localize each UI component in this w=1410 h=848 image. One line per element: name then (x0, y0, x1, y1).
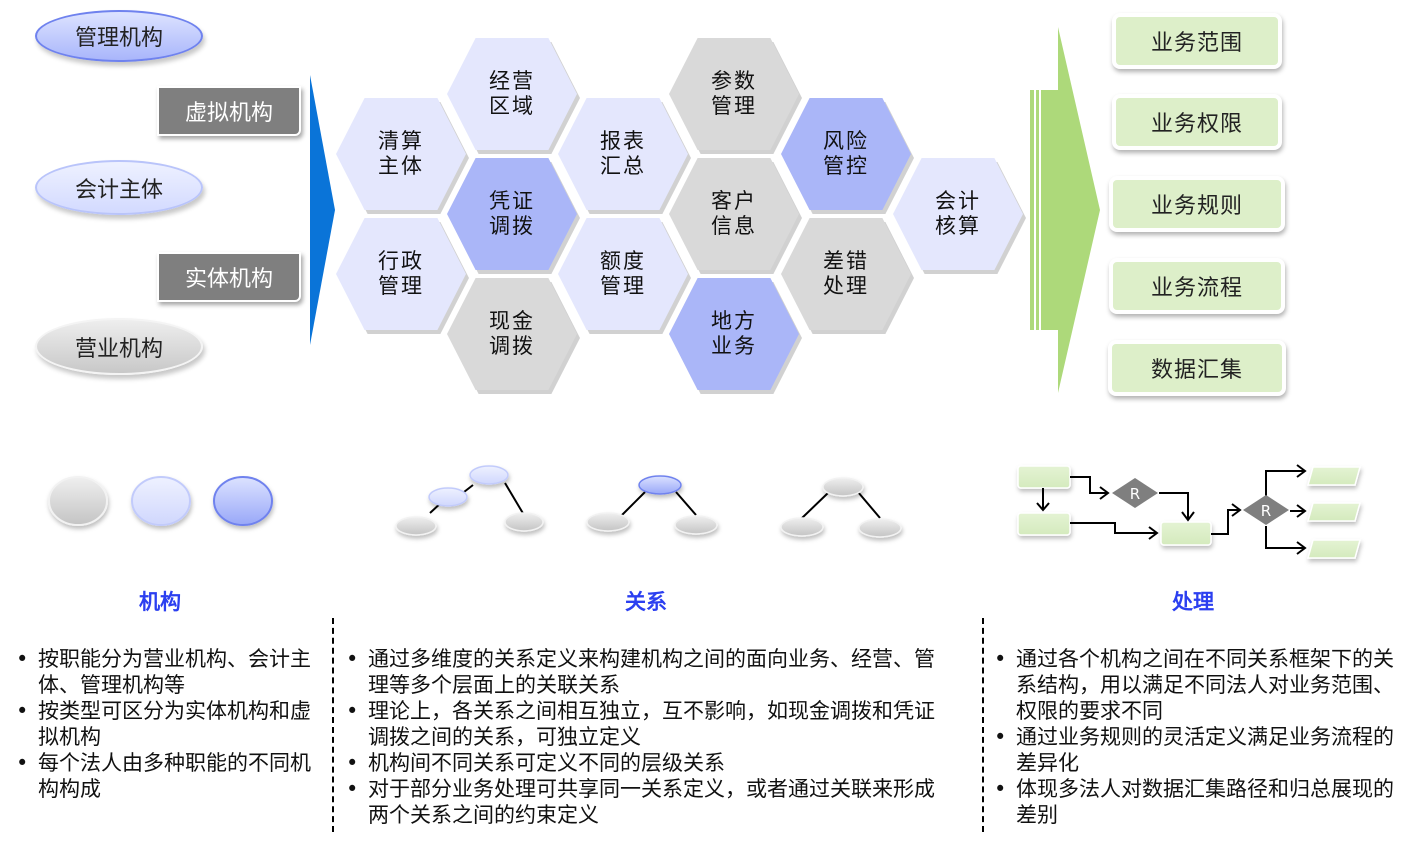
hexagon-qingsuan-zhuti: 清算 主体 (336, 98, 466, 210)
result-business-authority: 业务权限 (1112, 94, 1282, 150)
hexagon-label: 现金 调拨 (489, 309, 535, 358)
bullet-item: 机构间不同关系可定义不同的层级关系 (340, 750, 950, 776)
bullet-item: 对于部分业务处理可共享同一关系定义，或者通过关联来形成两个关系之间的约束定义 (340, 776, 950, 828)
hexagon-label: 报表 汇总 (600, 129, 646, 178)
bullet-item: 按职能分为营业机构、会计主体、管理机构等 (10, 646, 320, 698)
result-label: 业务流程 (1150, 276, 1243, 301)
process-flow-icon (1017, 464, 1307, 555)
physical-org-label: 实体机构 (184, 267, 273, 292)
bullet-item: 通过业务规则的灵活定义满足业务流程的差异化 (988, 724, 1398, 776)
decision-label: R (1261, 502, 1271, 520)
business-org-circle-icon (48, 476, 108, 526)
green-arrow-icon (1030, 27, 1100, 393)
hexagon-label: 参数 管理 (711, 69, 757, 118)
hexagon-label: 风险 管控 (823, 129, 869, 178)
column-divider (332, 618, 334, 832)
virtual-org-label-box: 虚拟机构 (157, 86, 301, 136)
hexagon-label: 会计 核算 (935, 189, 981, 238)
accounting-entity-circle-icon (131, 476, 191, 526)
section-title-relation: 关系 (625, 590, 667, 614)
result-data-aggregation: 数据汇集 (1108, 340, 1286, 396)
hexagon-label: 凭证 调拨 (489, 189, 535, 238)
relation-tree-3-icon (780, 477, 902, 538)
hexagon-jingying-quyu: 经营 区域 (447, 38, 577, 150)
green-arrow-stripe (1030, 90, 1034, 330)
result-business-process: 业务流程 (1109, 258, 1285, 314)
hexagon-baobiao-huizong: 报表 汇总 (558, 98, 688, 210)
hexagon-xianjin-diaobo: 现金 调拨 (447, 278, 577, 390)
management-org-node: 管理机构 (35, 10, 203, 62)
result-label: 业务范围 (1150, 31, 1243, 56)
section-title-org: 机构 (139, 590, 181, 614)
result-business-rules: 业务规则 (1109, 176, 1285, 232)
hexagon-label: 差错 处理 (823, 249, 869, 298)
hexagon-kehu-xinxi: 客户 信息 (669, 158, 799, 270)
relation-tree-2-icon (586, 475, 718, 535)
physical-org-label-box: 实体机构 (157, 252, 301, 302)
hexagon-label: 地方 业务 (711, 309, 757, 358)
bullet-item: 体现多法人对数据汇集路径和归总展现的差别 (988, 776, 1398, 828)
decision-label: R (1130, 485, 1140, 503)
hexagon-pingzheng-diaobo: 凭证 调拨 (447, 158, 577, 270)
hexagon-fengxian-guankong: 风险 管控 (781, 98, 911, 210)
column-divider (982, 618, 984, 832)
hexagon-difang-yewu: 地方 业务 (669, 278, 799, 390)
management-org-circle-icon (213, 476, 273, 526)
output-parallelograms-icon (1307, 466, 1361, 559)
result-label: 数据汇集 (1150, 358, 1243, 383)
business-org-node: 营业机构 (35, 318, 203, 375)
hexagon-label: 清算 主体 (378, 129, 424, 178)
org-bullet-list: 按职能分为营业机构、会计主体、管理机构等 按类型可区分为实体机构和虚拟机构 每个… (10, 646, 320, 802)
hexagon-edu-guanli: 额度 管理 (558, 218, 688, 330)
bullet-item: 通过各个机构之间在不同关系框架下的关系结构，用以满足不同法人对业务范围、权限的要… (988, 646, 1398, 724)
result-business-scope: 业务范围 (1112, 13, 1282, 69)
management-org-label: 管理机构 (74, 26, 163, 51)
green-arrow-shape (1041, 27, 1100, 393)
decision-diamond-1-icon: R (1112, 478, 1158, 508)
bullet-item: 通过多维度的关系定义来构建机构之间的面向业务、经营、管理等多个层面上的关联关系 (340, 646, 950, 698)
bullet-item: 按类型可区分为实体机构和虚拟机构 (10, 698, 320, 750)
green-arrow-stripe (1036, 90, 1039, 330)
blue-arrow-icon (310, 75, 335, 345)
result-label: 业务规则 (1150, 194, 1243, 219)
business-org-label: 营业机构 (74, 336, 163, 362)
illustration-row: R R (48, 464, 1361, 559)
hexagon-label: 行政 管理 (378, 249, 424, 298)
accounting-entity-node: 会计主体 (35, 160, 203, 215)
hexagon-label: 额度 管理 (600, 249, 646, 298)
virtual-org-label: 虚拟机构 (184, 101, 273, 126)
bullet-item: 理论上，各关系之间相互独立，互不影响，如现金调拨和凭证调拨之间的关系，可独立定义 (340, 698, 950, 750)
bullet-item: 每个法人由多种职能的不同机构构成 (10, 750, 320, 802)
hexagon-kuaiji-hesuan: 会计 核算 (893, 158, 1023, 270)
processing-bullet-list: 通过各个机构之间在不同关系框架下的关系结构，用以满足不同法人对业务范围、权限的要… (988, 646, 1398, 828)
hexagon-label: 经营 区域 (489, 69, 535, 118)
hexagon-label: 客户 信息 (711, 189, 757, 238)
hexagon-chacuo-chuli: 差错 处理 (781, 218, 911, 330)
hexagon-xingzheng-guanli: 行政 管理 (336, 218, 466, 330)
decision-diamond-2-icon: R (1243, 495, 1289, 525)
blue-arrow-shape (310, 75, 335, 345)
relation-tree-1-icon (395, 465, 544, 536)
hexagon-canshu-guanli: 参数 管理 (669, 38, 799, 150)
result-label: 业务权限 (1150, 112, 1243, 137)
accounting-entity-label: 会计主体 (74, 177, 163, 203)
relation-bullet-list: 通过多维度的关系定义来构建机构之间的面向业务、经营、管理等多个层面上的关联关系 … (340, 646, 950, 828)
section-title-processing: 处理 (1172, 590, 1214, 614)
